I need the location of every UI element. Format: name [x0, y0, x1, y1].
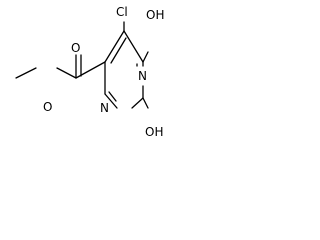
- bond-c4-c5: [104, 30, 125, 63]
- bond-n3-c4: [104, 93, 118, 109]
- bond-c6-oh: [142, 51, 149, 63]
- bond-c5-c6: [123, 30, 144, 63]
- hydroxyl-bottom-label: OH: [145, 125, 163, 139]
- ester-oxygen-label: O: [43, 100, 52, 114]
- bond-carbonyl-oester: [56, 67, 77, 79]
- carbonyl-oxygen-label: O: [71, 41, 80, 55]
- nitrogen-bottom-label: N: [100, 101, 109, 115]
- bond-c4-c5-inner: [110, 37, 127, 64]
- bond-c2-n3: [131, 97, 144, 109]
- bond-c2-n3-inner: [108, 91, 117, 102]
- chemical-structure-diagram: Cl OH N N OH O O: [15, 5, 164, 139]
- hydroxyl-top-label: OH: [146, 8, 164, 22]
- bond-oester-methyl: [15, 67, 37, 79]
- nitrogen-top-label: N: [138, 69, 147, 83]
- chlorine-label: Cl: [116, 5, 128, 19]
- bond-c2-oh: [142, 97, 149, 109]
